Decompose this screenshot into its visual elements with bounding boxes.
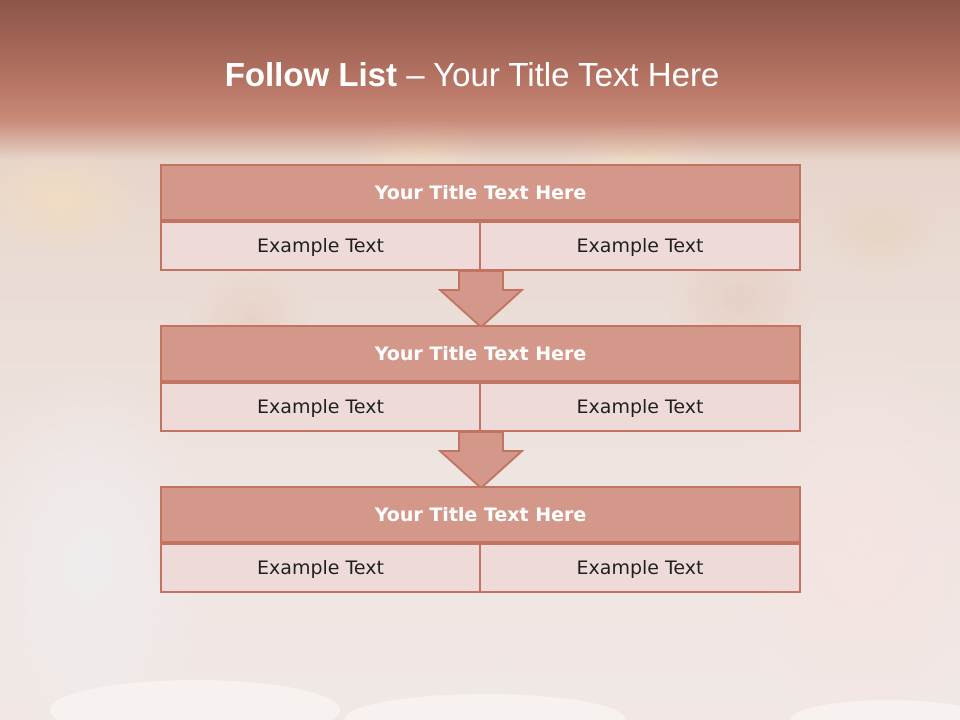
block-left-cell[interactable]: Example Text [160, 382, 481, 432]
block-title[interactable]: Your Title Text Here [160, 325, 801, 382]
block-left-cell[interactable]: Example Text [160, 543, 481, 593]
block-right-cell[interactable]: Example Text [479, 382, 801, 432]
down-arrow-icon [438, 270, 524, 328]
list-block-3[interactable]: Your Title Text Here Example Text Exampl… [160, 486, 801, 593]
slide-title[interactable]: Follow List – Your Title Text Here [0, 56, 944, 94]
block-title[interactable]: Your Title Text Here [160, 164, 801, 221]
plate [790, 700, 960, 720]
list-block-1[interactable]: Your Title Text Here Example Text Exampl… [160, 164, 801, 272]
slide-title-rest: – Your Title Text Here [397, 56, 720, 93]
block-title[interactable]: Your Title Text Here [160, 486, 801, 543]
down-arrow-icon [438, 431, 524, 489]
plate [50, 680, 340, 720]
block-right-cell[interactable]: Example Text [479, 221, 801, 271]
slide-title-bold: Follow List [224, 56, 398, 93]
list-block-2[interactable]: Your Title Text Here Example Text Exampl… [160, 325, 801, 433]
block-left-cell[interactable]: Example Text [160, 221, 481, 271]
title-band [0, 0, 960, 160]
block-right-cell[interactable]: Example Text [479, 543, 801, 593]
